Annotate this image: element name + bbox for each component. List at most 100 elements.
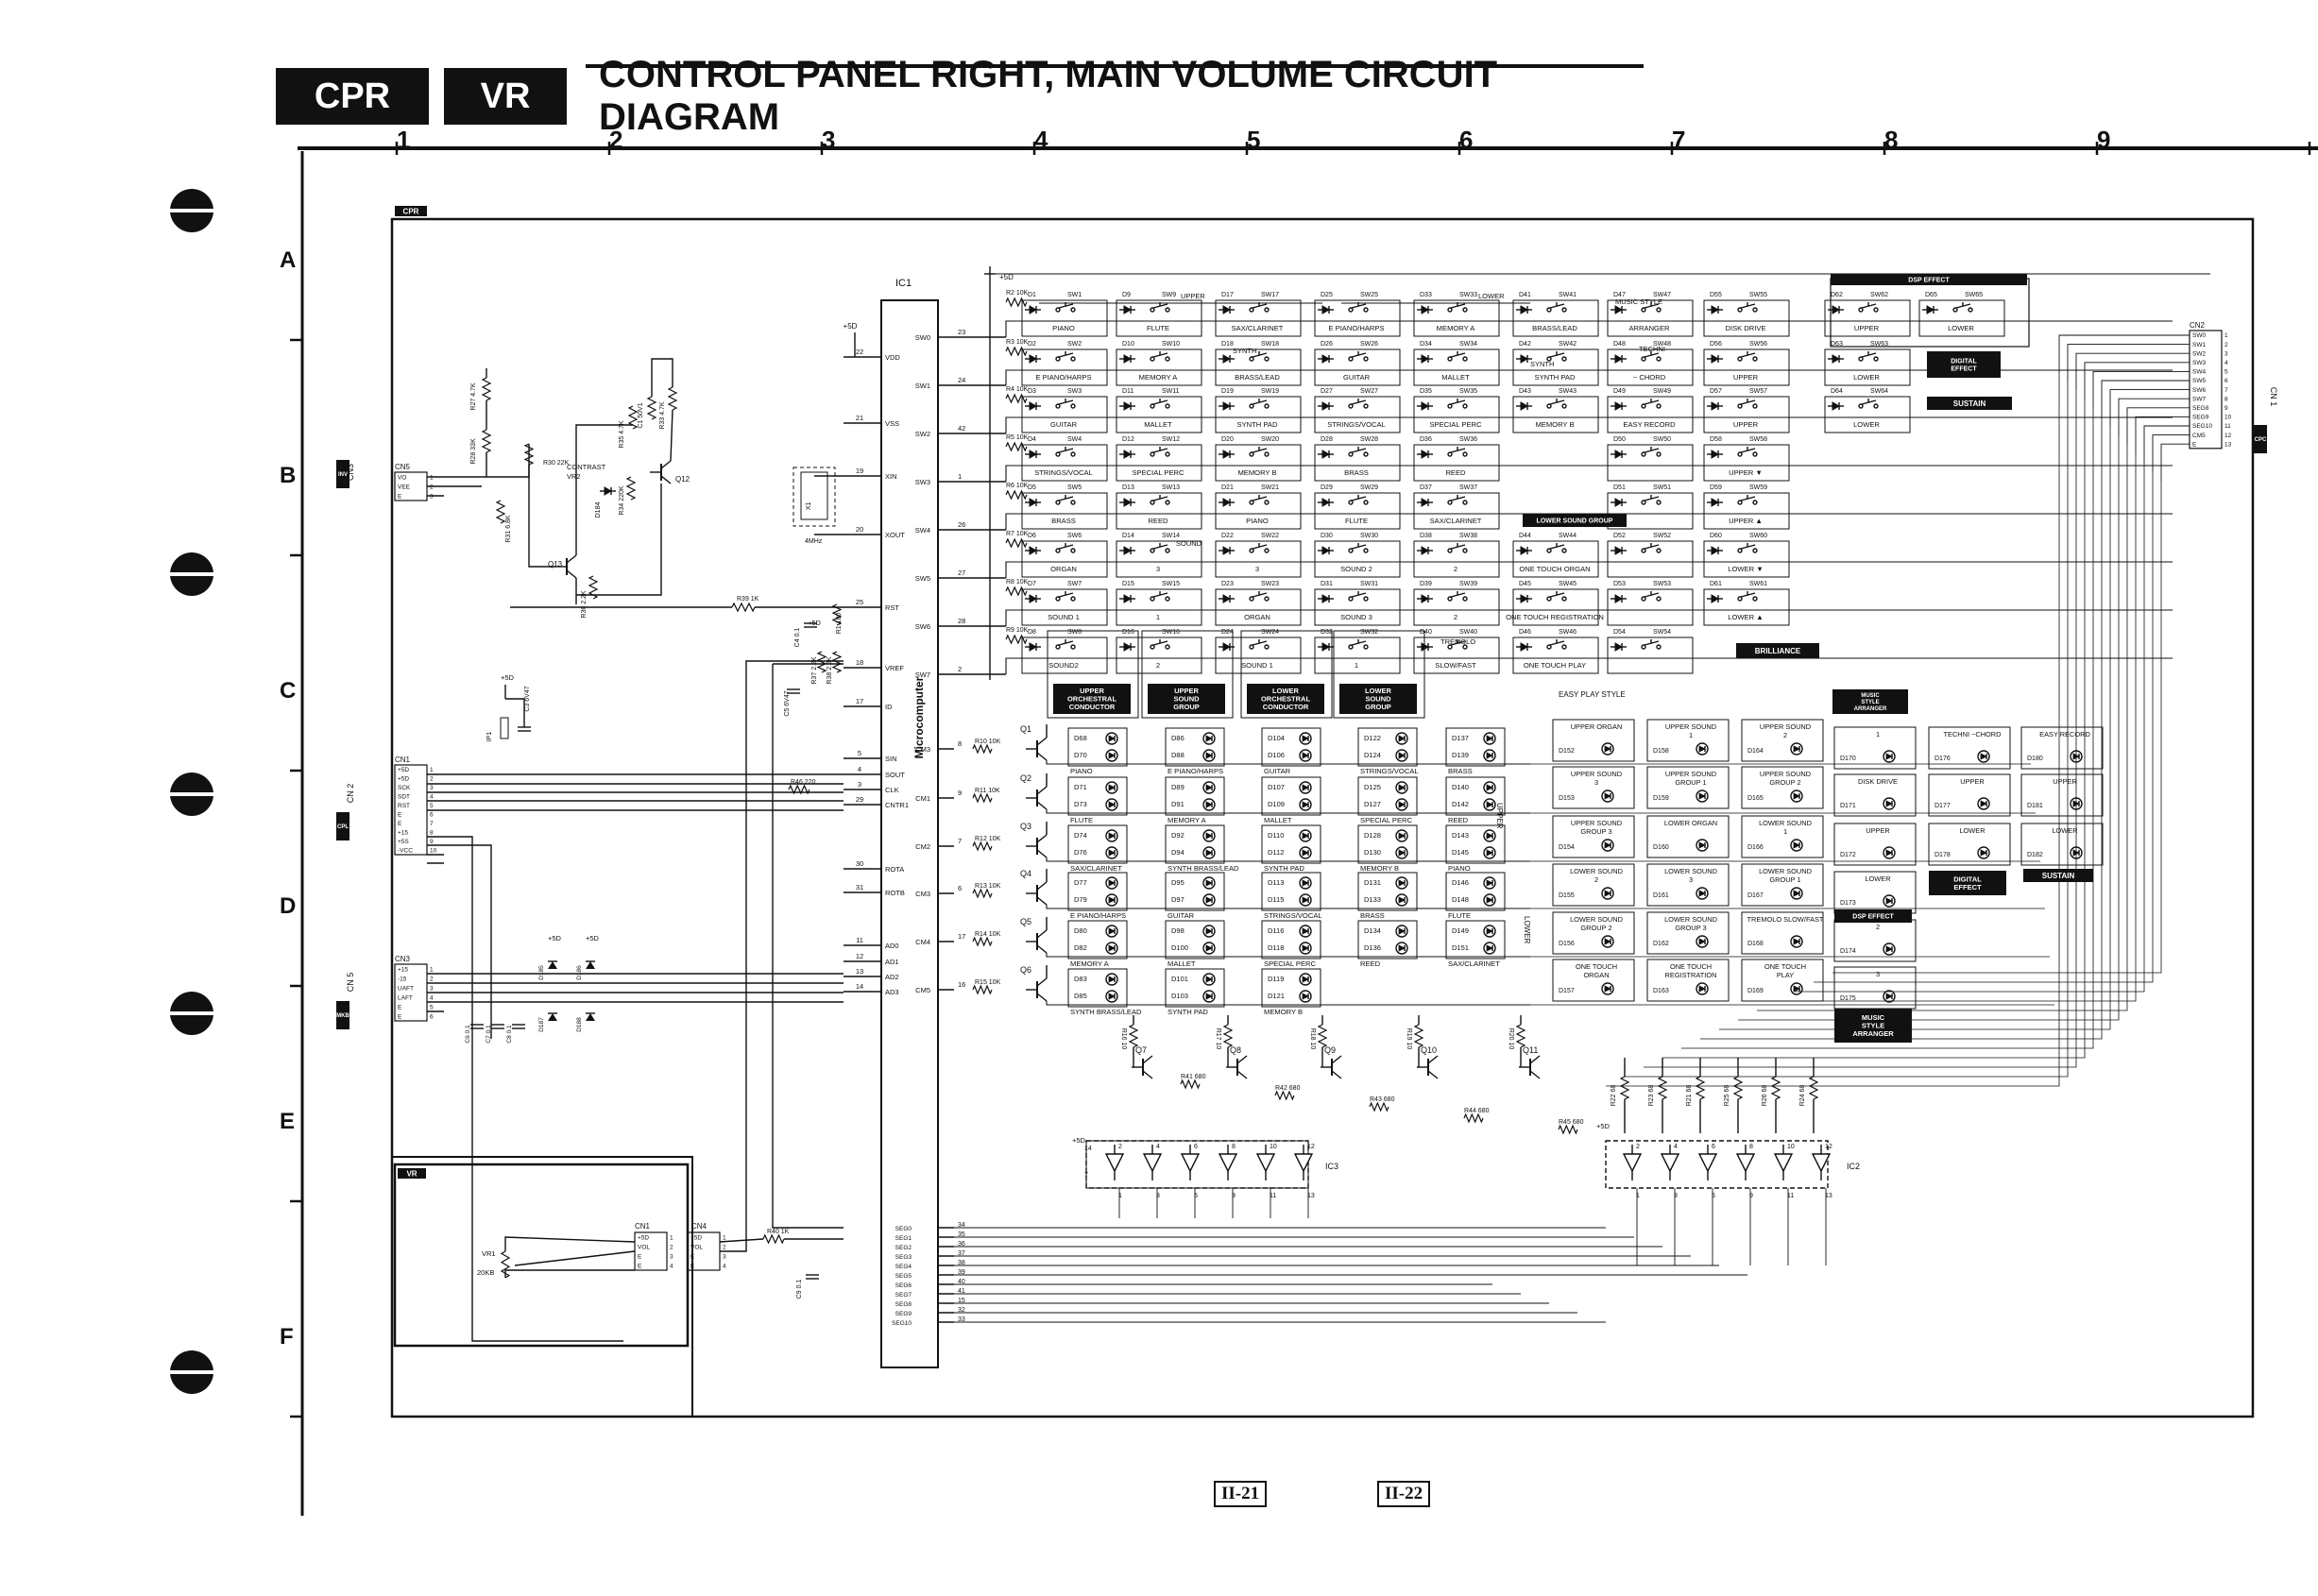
switch-icon xyxy=(1447,399,1468,409)
switch-label: GUITAR xyxy=(1050,420,1078,429)
connector-pin: +5D xyxy=(398,767,409,773)
schematic-label: C7 0.1 xyxy=(486,1025,492,1044)
led-icon xyxy=(1790,887,1803,900)
schematic-label: SW6 xyxy=(915,622,930,631)
connector-pin: SW2 xyxy=(2192,350,2206,357)
schematic-label: 12 xyxy=(1307,1144,1315,1150)
schematic-label: D182 xyxy=(2027,852,2043,858)
switch-icon xyxy=(1348,543,1369,553)
led-label: UPPER ORGAN xyxy=(1571,722,1623,731)
led-icon xyxy=(1202,798,1216,811)
led-label: GROUP 2 xyxy=(1769,778,1800,787)
schematic-label: D173 xyxy=(1840,900,1856,907)
schematic-label: SYNTH xyxy=(1233,347,1256,355)
schematic-label: D71 xyxy=(1074,783,1087,791)
schematic-label: Q2 xyxy=(1020,773,1031,783)
schematic-label: SW16 xyxy=(1162,629,1180,636)
led-icon xyxy=(1299,990,1312,1003)
schematic-label: SW4 xyxy=(1067,436,1082,443)
resistor-icon xyxy=(667,386,678,411)
schematic-label: 8 xyxy=(958,739,962,748)
schematic-label: SW59 xyxy=(1749,484,1767,491)
switch-label: BRASS/LEAD xyxy=(1532,324,1577,332)
diode-icon xyxy=(1516,546,1532,555)
transistor-icon xyxy=(1026,881,1048,906)
schematic-label: 39 xyxy=(958,1269,965,1276)
schematic-label: R46 220 xyxy=(791,779,816,786)
transistor-icon xyxy=(1026,977,1048,1002)
led-icon xyxy=(1601,935,1614,948)
switch-icon xyxy=(1249,591,1270,602)
page-number-right: II-22 xyxy=(1377,1481,1431,1507)
diode-icon xyxy=(1025,305,1041,314)
function-tag-text: SUSTAIN xyxy=(1953,399,1986,408)
connector-pin: 1 xyxy=(430,475,434,482)
led-icon xyxy=(1105,749,1118,762)
diode-icon xyxy=(1516,642,1532,652)
led-icon xyxy=(1395,749,1408,762)
schematic-label: SW58 xyxy=(1749,436,1767,443)
diode-icon xyxy=(548,961,557,969)
connector-pin: VOL xyxy=(638,1245,650,1251)
resistor-icon xyxy=(627,405,639,430)
led-label: SPECIAL PERC xyxy=(1360,816,1413,824)
led-icon xyxy=(1299,846,1312,859)
schematic-label: 23 xyxy=(958,328,965,336)
switch-label: 2 xyxy=(1454,565,1457,573)
schematic-label: 29 xyxy=(856,795,863,804)
schematic-label: D77 xyxy=(1074,878,1087,887)
schematic-label: Q8 xyxy=(1230,1045,1241,1055)
schematic-label: D55 xyxy=(1710,292,1722,298)
transistor-icon xyxy=(1026,737,1048,761)
switch-label: STRINGS/VOCAL xyxy=(1327,420,1386,429)
schematic-label: D95 xyxy=(1171,878,1185,887)
schematic-label: R39 1K xyxy=(737,596,759,603)
resistor-icon xyxy=(1369,1101,1389,1112)
switch-icon xyxy=(1447,351,1468,362)
schematic-label: +5D xyxy=(999,273,1014,281)
schematic-label: 17 xyxy=(856,697,863,705)
resistor-icon xyxy=(831,603,843,626)
connector-pin: E xyxy=(690,1264,695,1270)
diode-icon xyxy=(1025,498,1041,507)
schematic-label: SW55 xyxy=(1749,292,1767,298)
led-icon xyxy=(1483,942,1496,955)
function-tag xyxy=(1831,274,2027,285)
switch-icon xyxy=(1150,302,1170,313)
schematic-label: SW27 xyxy=(1360,388,1378,395)
switch-icon xyxy=(1055,543,1076,553)
diode-icon xyxy=(1611,642,1627,652)
schematic-label: 22 xyxy=(856,348,863,356)
function-tag-text: UPPER xyxy=(1080,687,1104,695)
switch-label: SPECIAL PERC xyxy=(1132,468,1185,477)
schematic-label: 13 xyxy=(1307,1193,1315,1199)
switch-label: MEMORY B xyxy=(1237,468,1276,477)
schematic-label: Q1 xyxy=(1020,724,1031,734)
schematic-label: +5D xyxy=(844,322,858,331)
schematic-label: SW52 xyxy=(1653,533,1671,539)
schematic-label: D119 xyxy=(1268,975,1284,983)
schematic-label: D6 xyxy=(1028,533,1036,539)
schematic-label: 16 xyxy=(958,980,965,989)
function-tag xyxy=(1927,397,2012,410)
led-icon xyxy=(1202,749,1216,762)
schematic-label: R33 4.7K xyxy=(659,401,666,430)
schematic-label: IC2 xyxy=(1847,1162,1860,1171)
connector-pin: 1 xyxy=(723,1235,726,1242)
schematic-label: Q11 xyxy=(1523,1045,1538,1055)
connector-pin: VOL xyxy=(690,1245,703,1251)
diode-icon xyxy=(1119,498,1135,507)
diode-icon xyxy=(1318,498,1334,507)
schematic-label: D166 xyxy=(1747,844,1764,851)
schematic-label: VR1 xyxy=(482,1249,496,1258)
led-label: ONE TOUCH xyxy=(1576,962,1617,971)
led-label: UPPER xyxy=(2053,777,2076,786)
schematic-label: +5D xyxy=(808,619,822,627)
schematic-label: TREMOLO xyxy=(1440,637,1475,646)
schematic-label: SW20 xyxy=(1261,436,1279,443)
switch-label: UPPER xyxy=(1854,324,1880,332)
schematic-label: SW10 xyxy=(1162,341,1180,348)
schematic-label: 28 xyxy=(958,617,965,625)
buffer-icon xyxy=(1773,1145,1794,1180)
schematic-label: R8 10K xyxy=(1006,579,1029,586)
